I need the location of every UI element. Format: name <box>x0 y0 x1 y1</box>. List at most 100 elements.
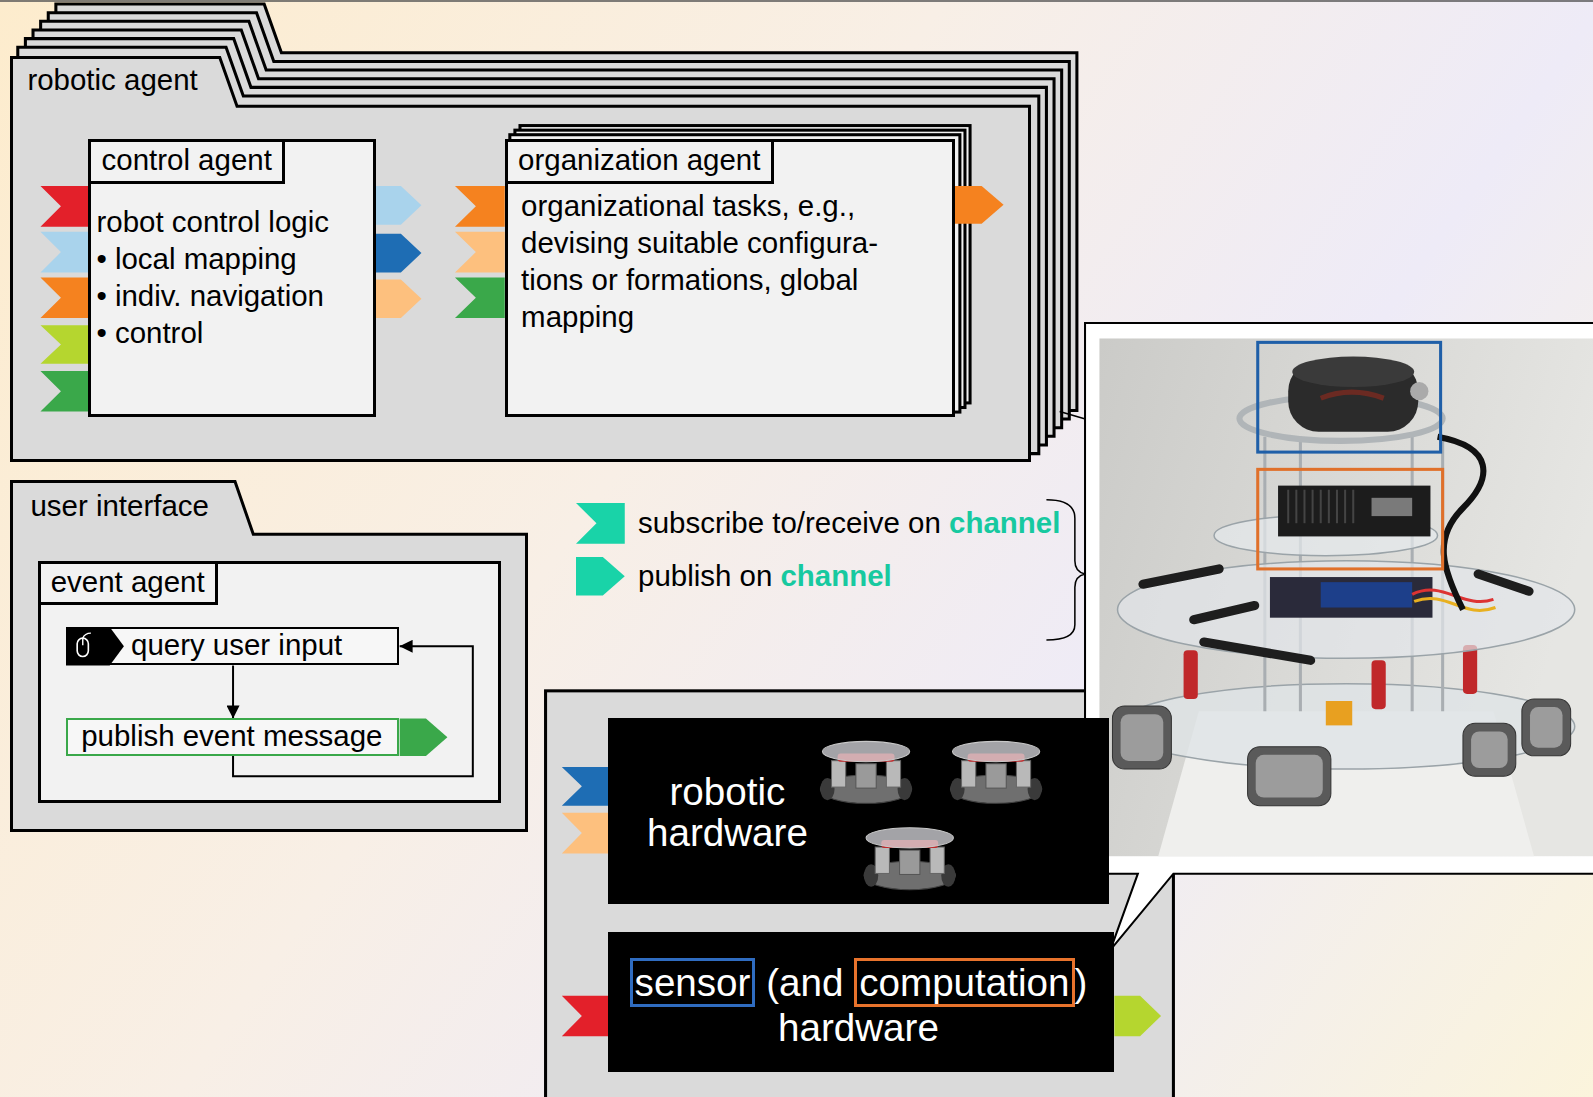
robot-photo <box>1352 490 1354 524</box>
robot-renders <box>820 742 1041 890</box>
robot-photo <box>1328 490 1330 524</box>
robot-photo <box>1099 338 1593 856</box>
subscribe-marker <box>41 325 90 364</box>
body-text: robot control logic <box>96 203 328 240</box>
robot-render <box>875 847 889 873</box>
stacked-copy <box>520 125 970 402</box>
robot-photo <box>1344 490 1346 524</box>
photo-callout <box>1085 323 1593 950</box>
publish-marker <box>399 718 447 756</box>
legend-swatch <box>576 503 625 544</box>
robot-photo <box>1410 382 1428 400</box>
robot-photo <box>1143 569 1219 584</box>
hardware-label: robotic hardware <box>608 772 848 853</box>
legend-swatch <box>576 556 627 599</box>
legend-words: publish on <box>638 559 780 592</box>
robot-photo <box>1471 731 1508 768</box>
robot-render <box>899 850 919 874</box>
word: hardware <box>778 1006 939 1049</box>
publish-marker <box>1114 996 1161 1037</box>
mouse-icon <box>77 638 88 656</box>
robot-photo <box>1320 490 1322 524</box>
hardware-box: sensor (and computation) hardware <box>608 932 1115 1072</box>
robot-render <box>930 847 944 873</box>
box-heading: organization agent <box>508 142 774 184</box>
robot-render <box>950 742 1041 804</box>
robot-render <box>952 742 1039 762</box>
robot-render <box>831 761 845 787</box>
box-heading: control agent <box>91 142 285 184</box>
robot-photo <box>1099 338 1593 856</box>
hardware-box: robotic hardware <box>608 718 1110 904</box>
subscribe-marker <box>562 996 610 1037</box>
hardware-label: sensor (and computation) hardware <box>611 961 1107 1050</box>
robot-photo <box>1478 574 1529 591</box>
robot-photo <box>1184 650 1198 699</box>
robot-photo <box>1258 342 1441 452</box>
body-text: organizational tasks, e.g., devising sui… <box>521 187 912 335</box>
user-interface-panel: user interface event agent query user inpu… <box>10 480 528 832</box>
robot-render <box>1016 761 1030 787</box>
stacked-copy <box>515 130 965 407</box>
subscribe-marker <box>41 232 90 273</box>
robot-render <box>855 764 875 788</box>
panel-outline <box>12 57 1030 460</box>
robot-photo <box>1463 723 1516 776</box>
mouse-icon <box>66 627 124 666</box>
robot-photo <box>1522 699 1571 756</box>
robot-photo <box>1414 599 1495 611</box>
robot-photo <box>1372 498 1413 516</box>
subscribe-marker <box>41 186 90 227</box>
highlight-word: sensor <box>630 958 756 1007</box>
bullet-item: • local mapping <box>96 240 296 277</box>
stacked-copy <box>510 135 960 412</box>
robot-photo <box>1118 561 1575 659</box>
robot-photo <box>1530 707 1563 748</box>
robot-renders <box>608 718 609 719</box>
robot-render <box>866 828 953 848</box>
leader-line <box>1060 411 1087 419</box>
robot-photo <box>1326 701 1352 725</box>
channel-markers <box>10 56 11 57</box>
box-heading: event agent <box>41 564 218 606</box>
bullet-item: • indiv. navigation <box>96 277 324 314</box>
legend-row: publish on channel <box>576 556 892 597</box>
robot-render <box>886 761 900 787</box>
mouse-icon <box>68 629 69 630</box>
robot-render <box>961 761 975 787</box>
top-rule <box>0 0 1593 2</box>
robot-photo <box>1321 392 1384 398</box>
robot-photo <box>1256 755 1323 798</box>
panel-outline <box>10 56 11 57</box>
legend-swatch <box>576 557 625 596</box>
robot-render <box>985 764 1005 788</box>
event-agent-box: event agentquery user inputpublish event… <box>38 561 501 803</box>
robot-photo <box>1292 357 1414 387</box>
publish-marker <box>399 718 447 756</box>
panel-heading: user interface <box>30 489 208 524</box>
robot-photo <box>1121 714 1164 761</box>
mouse-icon <box>82 638 83 645</box>
legend-swatch <box>576 557 625 596</box>
publish-marker <box>376 186 422 225</box>
robot-photo <box>1336 490 1338 524</box>
robot-photo <box>1312 490 1314 524</box>
robot-photo <box>1463 645 1477 694</box>
robot-photo <box>1194 606 1255 620</box>
robot-photo <box>1248 747 1331 806</box>
panel-heading: robotic agent <box>27 63 197 98</box>
robot-photo <box>1112 706 1171 769</box>
robot-photo <box>1287 490 1289 524</box>
robot-photo <box>1258 469 1443 569</box>
legend-row: subscribe to/receive on channel <box>576 503 1060 544</box>
mouse-icon <box>66 627 124 666</box>
robot-photo <box>1438 437 1484 610</box>
robot-photo <box>1303 490 1305 524</box>
word: (and <box>766 961 843 1004</box>
process-box: query user input <box>66 627 399 666</box>
highlight-word: computation <box>854 958 1074 1007</box>
robot-render <box>864 828 955 890</box>
robotic-agent-panel: robotic agent control agent robot control … <box>10 56 1031 462</box>
robot-photo <box>1204 642 1311 660</box>
